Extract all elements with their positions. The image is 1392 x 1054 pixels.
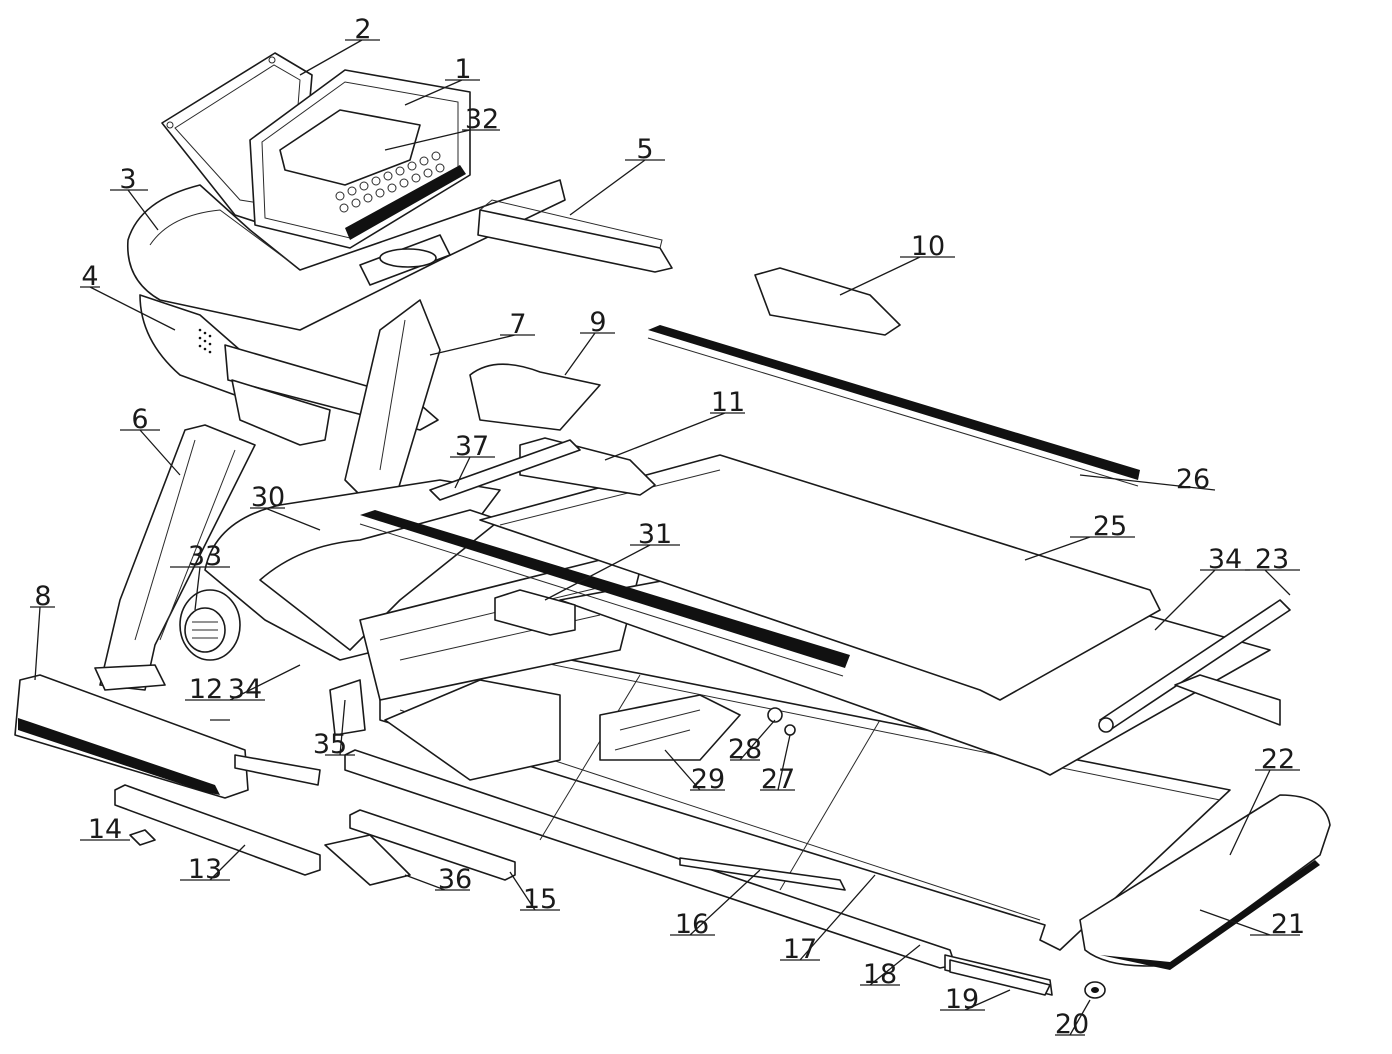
- label-34a: 34: [1208, 544, 1242, 575]
- console-housing: [127, 179, 566, 331]
- label-29: 29: [691, 764, 725, 795]
- incline-bracket: [384, 679, 741, 781]
- part-35-bracket: [329, 679, 366, 736]
- label-19: 19: [945, 984, 979, 1015]
- label-37: 37: [455, 431, 489, 462]
- label-3: 3: [119, 164, 136, 195]
- label-6: 6: [131, 404, 148, 435]
- label-34b: 34: [228, 674, 262, 705]
- part-12-crossbar: [234, 754, 321, 786]
- label-2: 2: [354, 14, 371, 45]
- rear-roller: [1098, 599, 1291, 733]
- label-10: 10: [911, 231, 945, 262]
- label-23: 23: [1255, 544, 1289, 575]
- label-33: 33: [188, 541, 222, 572]
- part-31-motor-block: [494, 589, 576, 636]
- part-37-shaft: [429, 439, 581, 501]
- part-19-plate: [949, 959, 1051, 996]
- label-36: 36: [438, 864, 472, 895]
- label-30: 30: [251, 482, 285, 513]
- side-rail-left: [359, 510, 850, 677]
- label-28: 28: [728, 734, 762, 765]
- handrail-right: [477, 199, 673, 273]
- label-5: 5: [636, 134, 653, 165]
- front-roller: [179, 589, 241, 661]
- rail-15: [349, 809, 516, 881]
- label-17: 17: [783, 934, 817, 965]
- label-4: 4: [81, 261, 98, 292]
- label-31: 31: [638, 519, 672, 550]
- console-frame: [249, 69, 471, 249]
- label-35: 35: [313, 729, 347, 760]
- label-22: 22: [1261, 744, 1295, 775]
- label-11: 11: [711, 387, 745, 418]
- rail-13: [114, 784, 321, 876]
- part-20-wheel: [1084, 981, 1106, 999]
- label-8: 8: [34, 581, 51, 612]
- label-7: 7: [509, 309, 526, 340]
- base-frame-front: [14, 664, 249, 799]
- label-21: 21: [1271, 909, 1305, 940]
- label-9: 9: [589, 307, 606, 338]
- rear-cap: [1079, 794, 1331, 970]
- label-25: 25: [1093, 511, 1127, 542]
- label-14: 14: [88, 814, 122, 845]
- end-cap-11: [519, 437, 656, 496]
- motor-cover-top: [469, 363, 601, 431]
- label-26: 26: [1176, 464, 1210, 495]
- running-belt: [479, 454, 1161, 701]
- label-16: 16: [675, 909, 709, 940]
- side-cover-right: [1174, 674, 1281, 726]
- label-27: 27: [761, 764, 795, 795]
- label-1: 1: [454, 54, 471, 85]
- part-labels: 2 1 32 3 5 4 10 7 9 11 6 37 26 30 25 31 …: [34, 14, 1305, 1040]
- part-14-bracket: [129, 829, 156, 846]
- part-36-foot: [324, 834, 411, 886]
- leader-lines: [30, 39, 1300, 1036]
- label-18: 18: [863, 959, 897, 990]
- motor-cover: [204, 479, 501, 661]
- label-15: 15: [523, 884, 557, 915]
- label-32: 32: [465, 104, 499, 135]
- part-16-rod: [679, 857, 846, 891]
- label-20: 20: [1055, 1009, 1089, 1040]
- end-cap-10: [754, 267, 901, 336]
- label-13: 13: [188, 854, 222, 885]
- side-rail-26: [647, 325, 1140, 487]
- label-12: 12: [189, 674, 223, 705]
